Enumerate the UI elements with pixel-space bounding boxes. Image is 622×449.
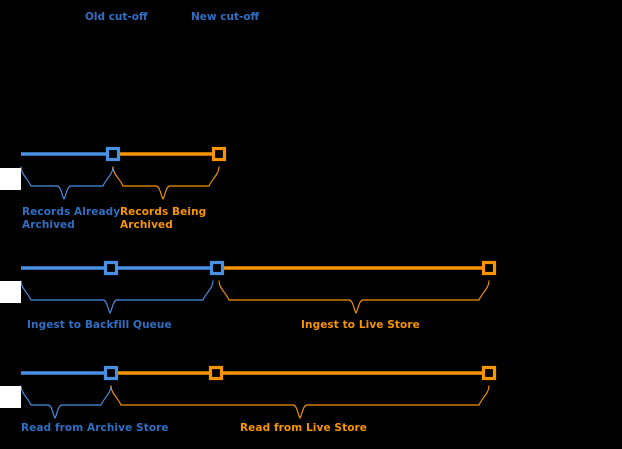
range-label: Records Being Archived bbox=[120, 206, 207, 231]
cutoff-marker[interactable] bbox=[481, 260, 497, 276]
left-edge-mask bbox=[0, 281, 21, 303]
cutoff-marker[interactable] bbox=[103, 260, 119, 276]
range-brace bbox=[20, 166, 114, 200]
range-brace bbox=[218, 280, 490, 314]
range-label: Ingest to Live Store bbox=[301, 319, 420, 331]
cutoff-marker[interactable] bbox=[105, 146, 121, 162]
cutoff-label-new: New cut-off bbox=[191, 11, 260, 23]
cutoff-label-old: Old cut-off bbox=[85, 11, 148, 23]
cutoff-marker[interactable] bbox=[481, 365, 497, 381]
range-brace bbox=[20, 280, 214, 314]
range-brace bbox=[112, 166, 220, 200]
timeline-read bbox=[20, 365, 497, 419]
cutoff-marker[interactable] bbox=[103, 365, 119, 381]
range-label: Read from Archive Store bbox=[21, 422, 169, 434]
left-edge-mask bbox=[0, 168, 21, 190]
range-label: Ingest to Backfill Queue bbox=[27, 319, 172, 331]
range-brace bbox=[110, 385, 490, 419]
timeline-archival bbox=[20, 146, 227, 200]
left-edge-mask bbox=[0, 386, 21, 408]
cutoff-marker[interactable] bbox=[211, 146, 227, 162]
range-brace bbox=[20, 385, 112, 419]
timeline-ingest bbox=[20, 260, 497, 314]
cutoff-marker[interactable] bbox=[209, 260, 225, 276]
cutoff-marker[interactable] bbox=[208, 365, 224, 381]
range-label: Read from Live Store bbox=[240, 422, 368, 434]
range-label: Records Already Archived bbox=[22, 206, 121, 231]
